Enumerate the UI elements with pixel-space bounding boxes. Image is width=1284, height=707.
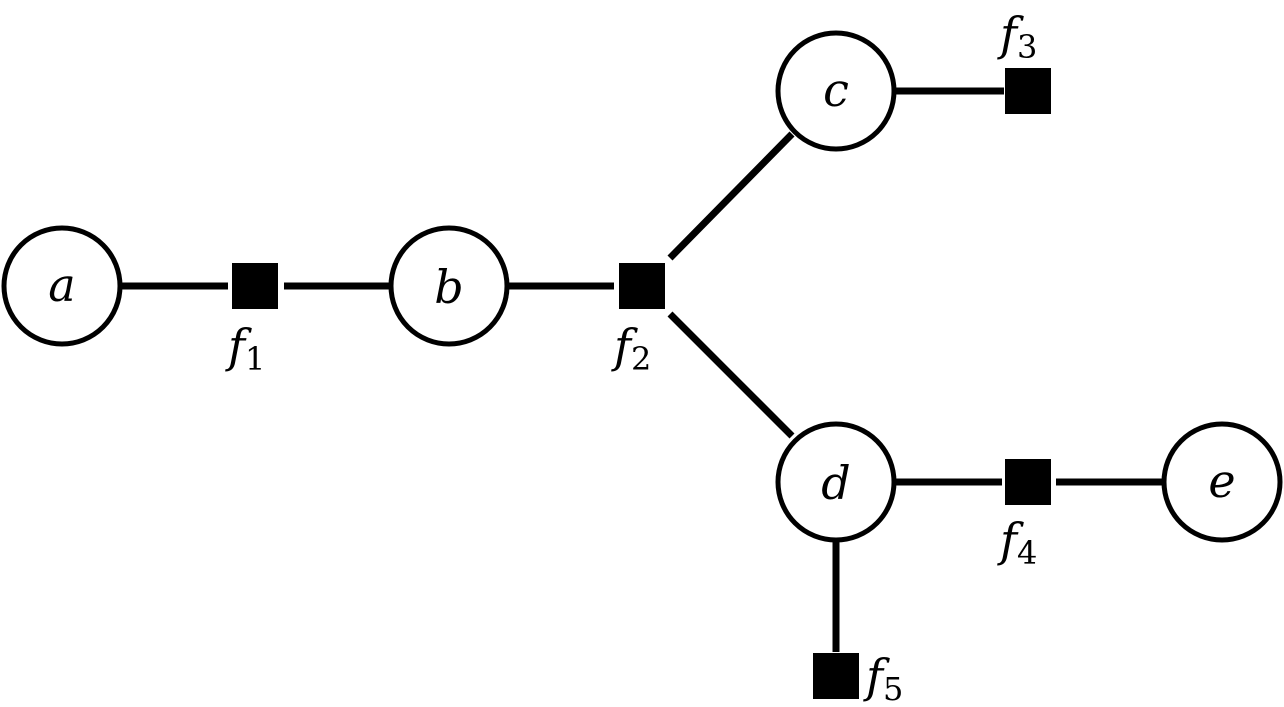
variable-label-c: c [823,63,849,117]
variable-label-d: d [821,456,850,510]
factor-node-f1: f1 [225,263,278,378]
factor-node-f3: f3 [997,7,1051,114]
variable-node-e: e [1161,421,1283,543]
factor-node-f5: f5 [813,649,903,707]
variable-node-c: c [775,30,897,152]
edge-f2-c [667,131,795,261]
factor-label-f5: f5 [863,649,903,707]
variable-label-b: b [434,260,463,314]
variable-node-b: b [388,225,510,347]
factor-node-f4: f4 [997,459,1051,572]
variable-label-e: e [1208,454,1235,508]
factor-label-f2: f2 [611,319,651,378]
variable-node-a: a [1,225,123,347]
factor-node-f2: f2 [611,263,665,378]
factor-label-f1: f1 [225,319,265,378]
edge-layer [122,87,1164,652]
variable-label-a: a [48,258,75,312]
factor-label-f3: f3 [997,7,1037,66]
variable-node-d: d [775,421,897,543]
edge-f2-d [667,311,795,439]
factor-label-f4: f4 [997,513,1037,572]
